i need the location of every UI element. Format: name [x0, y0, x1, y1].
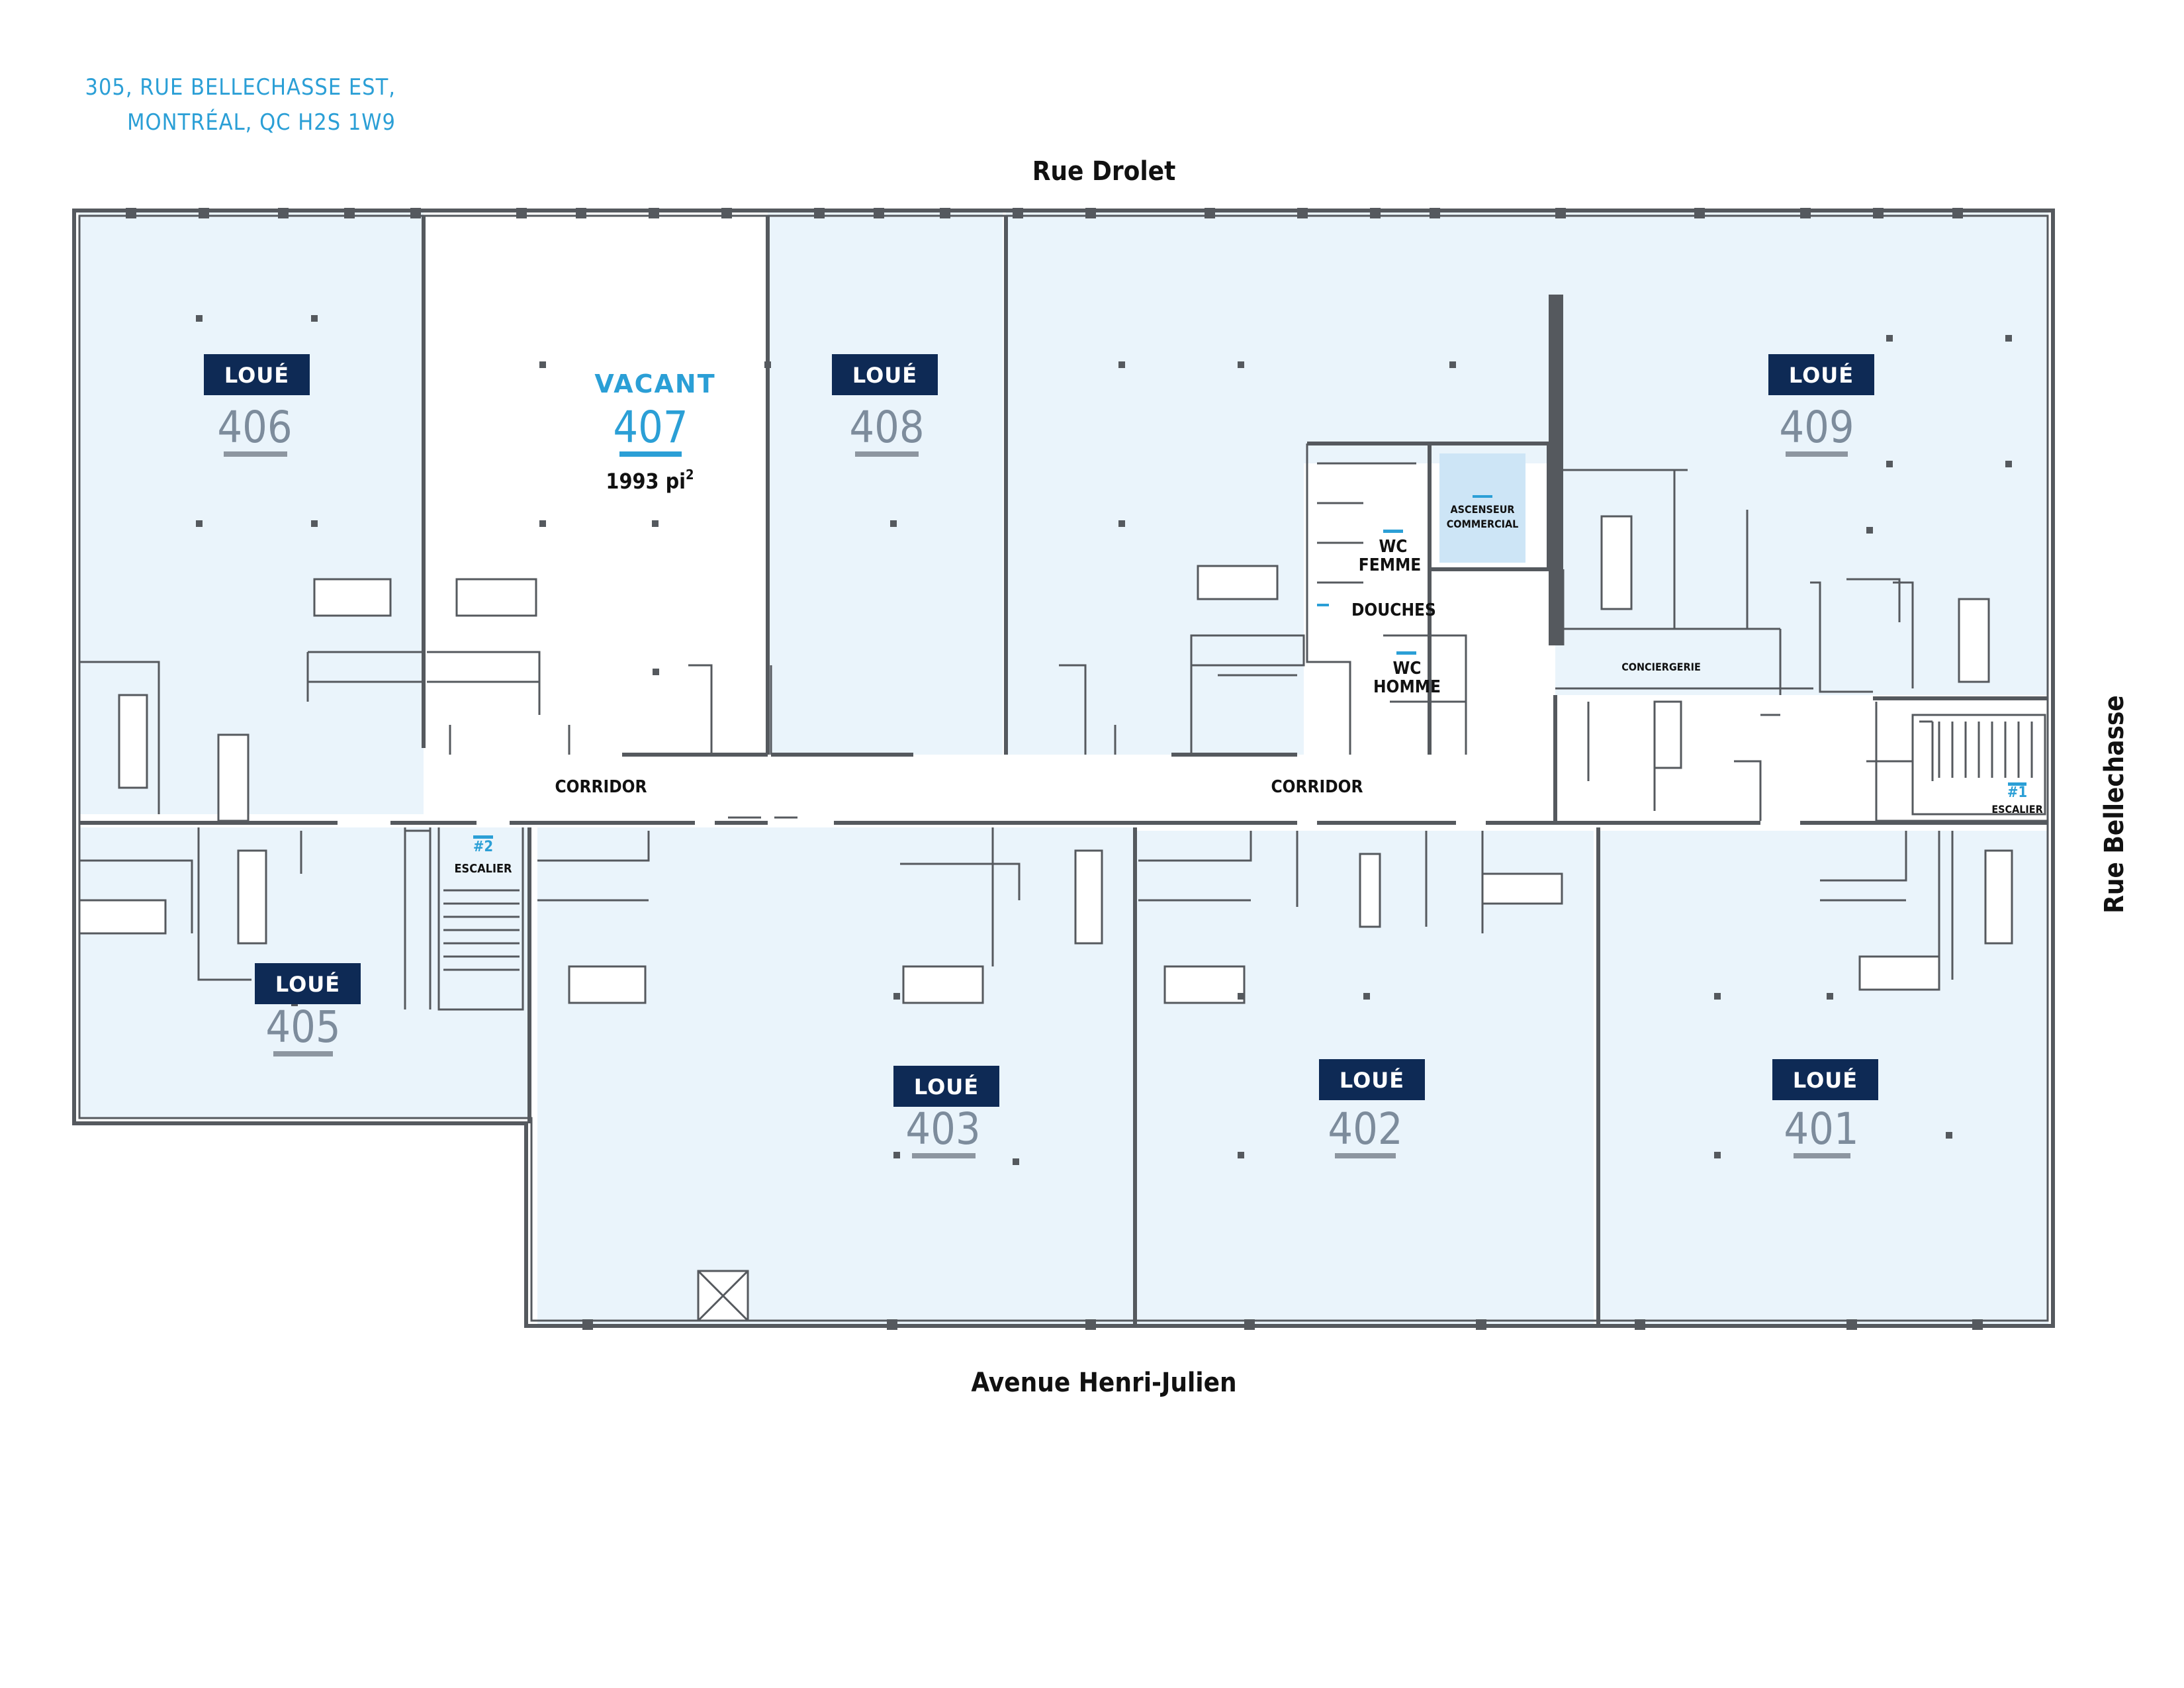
unit-status: LOUÉ — [1789, 363, 1854, 388]
address-line-1: 305, RUE BELLECHASSE EST, — [85, 74, 396, 101]
stair-2-label: ESCALIER — [454, 862, 512, 876]
unit-409[interactable]: LOUÉ 409 — [1768, 354, 1874, 457]
street-north: Rue Drolet — [1032, 156, 1176, 187]
unit-number: 406 — [217, 402, 292, 453]
leased-tag — [832, 354, 938, 395]
unit-402[interactable]: LOUÉ 402 — [1319, 1059, 1425, 1158]
stair-1-steps — [1938, 722, 2033, 778]
furniture — [78, 515, 2013, 1004]
unit-status: LOUÉ — [1340, 1068, 1404, 1093]
stair-2-steps — [443, 889, 520, 971]
douches-label: DOUCHES — [1351, 600, 1436, 620]
unit-406[interactable]: LOUÉ 406 — [204, 354, 310, 457]
wc-femme: WC FEMME — [1359, 530, 1422, 575]
unit-408[interactable]: LOUÉ 408 — [832, 354, 938, 457]
elevator-label-2: COMMERCIAL — [1447, 518, 1519, 530]
elevator-label-1: ASCENSEUR — [1451, 503, 1515, 516]
unit-status: LOUÉ — [852, 363, 917, 388]
leased-tag — [255, 963, 361, 1004]
unit-number: 409 — [1779, 402, 1854, 453]
wc-femme-label-1: WC — [1379, 537, 1408, 557]
unit-underline — [1786, 451, 1848, 457]
elevator-area — [1439, 453, 1525, 563]
stair-1-label: ESCALIER — [1991, 803, 2042, 816]
wc-femme-label-2: FEMME — [1359, 555, 1422, 575]
stair-2: #2 ESCALIER — [443, 835, 520, 971]
unit-405[interactable]: LOUÉ 405 — [255, 963, 361, 1056]
stair-2-number: #2 — [473, 839, 493, 855]
unit-status: LOUÉ — [1793, 1068, 1858, 1093]
stair-1-number: #1 — [2007, 784, 2027, 801]
unit-number: 402 — [1328, 1103, 1402, 1154]
address-line-2: MONTRÉAL, QC H2S 1W9 — [127, 109, 396, 136]
leased-tag — [204, 354, 310, 395]
conciergerie-label: CONCIERGERIE — [1621, 661, 1701, 673]
leased-tag — [1768, 354, 1874, 395]
unit-area: 1993 pi2 — [606, 467, 694, 494]
unit-underline — [912, 1153, 976, 1158]
exterior-walls — [72, 208, 2055, 1330]
unit-underline — [224, 451, 287, 457]
unit-number: 408 — [849, 402, 924, 453]
unit-status: VACANT — [594, 369, 715, 399]
unit-409-sw-area — [1006, 463, 1304, 755]
douches: DOUCHES — [1317, 600, 1436, 620]
unit-403-area — [537, 827, 1133, 1324]
unit-underline — [1794, 1153, 1850, 1158]
unit-407[interactable]: VACANT 407 1993 pi2 — [594, 369, 715, 494]
unit-status: LOUÉ — [275, 972, 340, 997]
unit-number: 401 — [1784, 1103, 1858, 1154]
wc-homme: WC HOMME — [1373, 651, 1441, 697]
wc-homme-marker — [1396, 651, 1416, 655]
unit-status: LOUÉ — [914, 1074, 979, 1100]
stair-1-marker — [2008, 782, 2026, 786]
unit-underline — [619, 451, 682, 457]
unit-number: 403 — [905, 1103, 980, 1154]
douches-marker — [1317, 604, 1329, 606]
unit-401[interactable]: LOUÉ 401 — [1772, 1059, 1878, 1158]
wc-femme-marker — [1383, 530, 1403, 533]
leased-tag — [893, 1066, 999, 1107]
unit-403[interactable]: LOUÉ 403 — [893, 1066, 999, 1158]
elevator-marker — [1473, 495, 1492, 498]
stair-1: #1 ESCALIER — [1938, 722, 2043, 816]
leased-tag — [1772, 1059, 1878, 1100]
unit-408-area — [768, 212, 1003, 755]
wc-homme-label-2: HOMME — [1373, 677, 1441, 697]
leased-tag — [1319, 1059, 1425, 1100]
unit-underline — [273, 1051, 333, 1056]
corridor-east-label: CORRIDOR — [1271, 777, 1363, 797]
unit-underline — [1335, 1153, 1396, 1158]
street-south: Avenue Henri-Julien — [971, 1368, 1236, 1398]
stair-2-marker — [473, 835, 493, 839]
unit-underline — [855, 451, 919, 457]
street-east: Rue Bellechasse — [2099, 695, 2130, 914]
columns — [196, 315, 2012, 1165]
wc-homme-label-1: WC — [1393, 659, 1422, 679]
interior-walls — [79, 216, 2048, 1324]
unit-number: 407 — [613, 402, 688, 453]
unit-number: 405 — [265, 1002, 340, 1053]
room-fills — [79, 212, 2048, 1324]
corridor-west-label: CORRIDOR — [555, 777, 647, 797]
elevator: ASCENSEUR COMMERCIAL — [1447, 495, 1519, 530]
unit-status: LOUÉ — [224, 363, 289, 388]
